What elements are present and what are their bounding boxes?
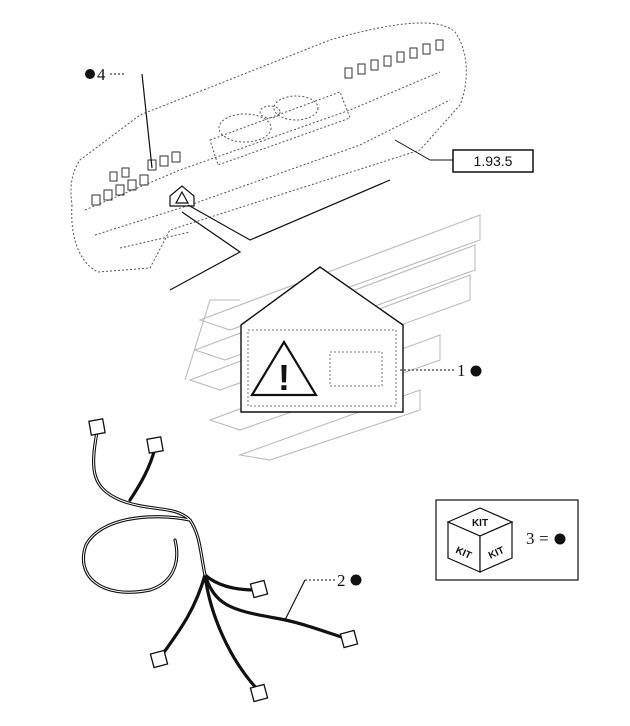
callout-2-label: 2 xyxy=(337,571,346,590)
kit-legend: KIT KIT KIT 3 = xyxy=(435,499,579,581)
panel-switches-left xyxy=(91,151,181,206)
panel-warning-switch xyxy=(169,185,195,207)
bullet-dot-icon xyxy=(470,365,482,377)
warning-triangle-icon: ! xyxy=(250,339,318,398)
wiring-harness-inner xyxy=(83,431,206,593)
warning-switch-enlarged: ! xyxy=(240,266,404,413)
kit-equals: = xyxy=(539,529,549,548)
panel-switches-right xyxy=(344,39,444,79)
ref-leader xyxy=(394,139,431,161)
kit-cube-icon xyxy=(446,507,514,573)
reference-box: 1.93.5 xyxy=(452,149,534,173)
bullet-dot-icon xyxy=(554,533,566,545)
instrument-panel xyxy=(70,22,467,273)
warning-glyph: ! xyxy=(278,357,290,398)
callout-1: 1 xyxy=(400,361,482,380)
connector xyxy=(249,579,269,599)
connector xyxy=(249,683,269,703)
connector xyxy=(149,649,169,669)
callout-3-label: 3 xyxy=(526,529,535,548)
connector xyxy=(339,629,359,649)
connector xyxy=(146,436,164,454)
kit-top-label: KIT xyxy=(472,518,488,529)
connector xyxy=(88,418,106,436)
callout-4: 4 xyxy=(85,65,153,169)
enlargement-leader xyxy=(169,179,391,291)
callout-2: 2 xyxy=(284,571,362,621)
callout-1-label: 1 xyxy=(457,361,466,380)
wiring-harness xyxy=(81,430,347,692)
reference-box-label: 1.93.5 xyxy=(474,153,513,169)
bullet-dot-icon xyxy=(85,69,95,79)
harness-connectors xyxy=(88,418,359,703)
bullet-dot-icon xyxy=(350,574,362,586)
callout-4-label: 4 xyxy=(97,65,106,84)
